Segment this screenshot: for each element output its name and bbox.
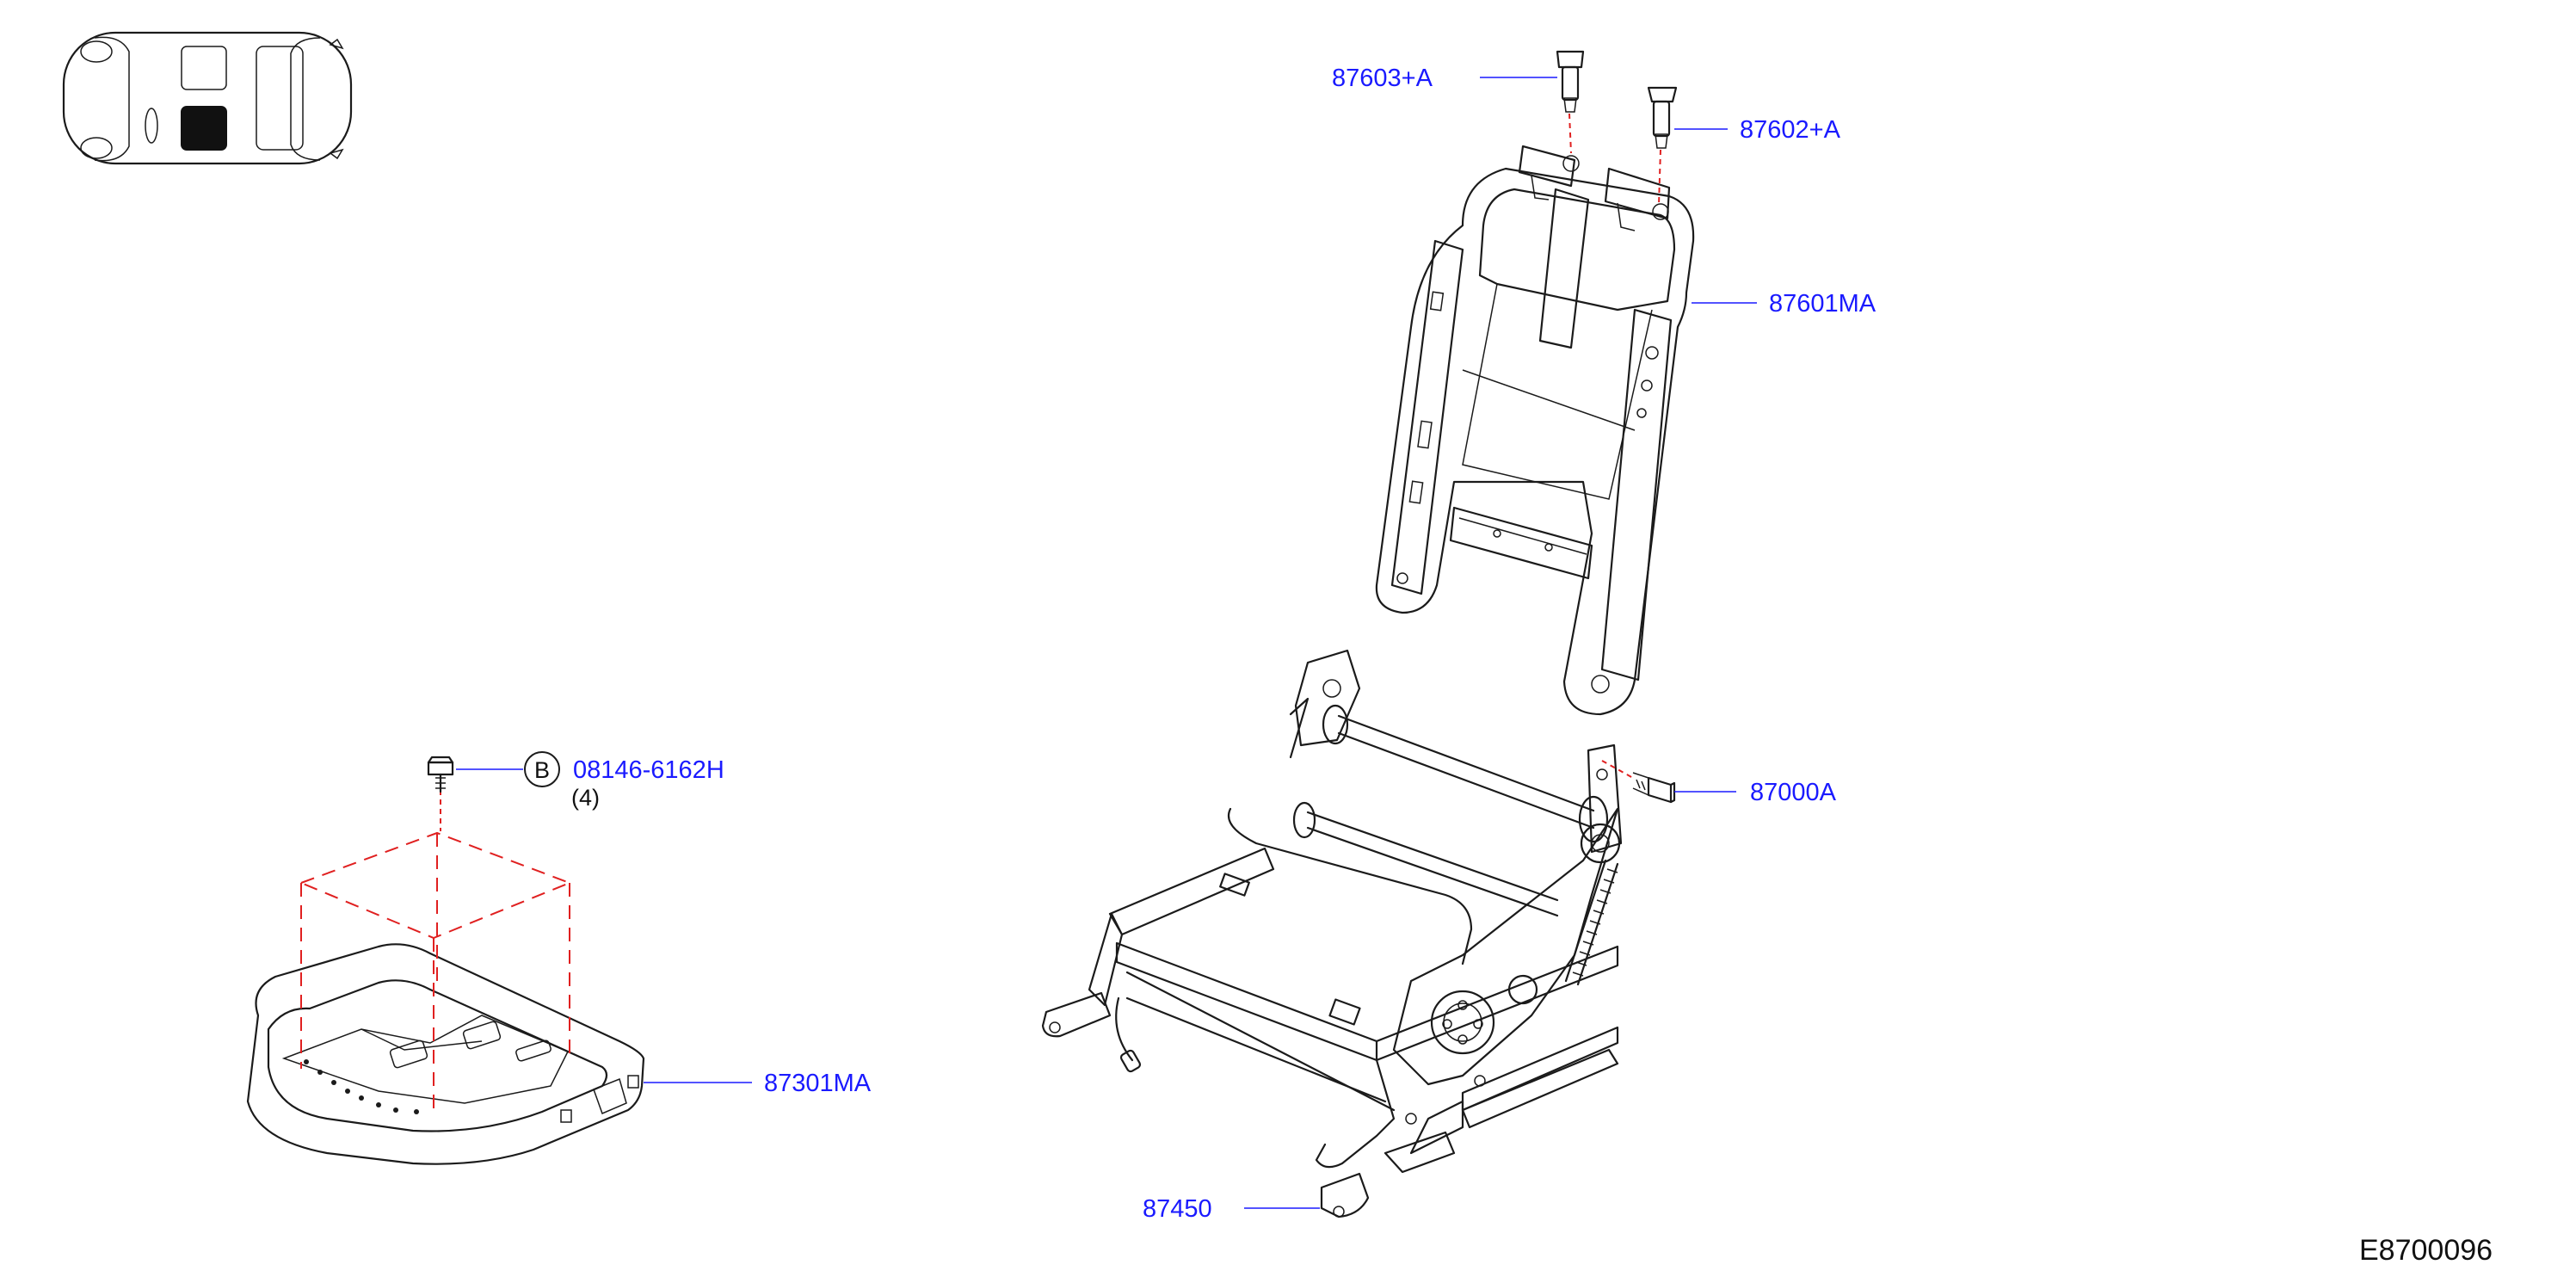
callout-87602-A[interactable]: 87602+A (1740, 116, 1841, 144)
callout-87603-A[interactable]: 87603+A (1332, 65, 1433, 92)
vehicle-top-view-icon (62, 31, 353, 165)
seat-adjuster-frame (1041, 649, 1623, 1218)
callout-08146-6162H[interactable]: 08146-6162H (573, 756, 724, 784)
cushion-assembly-guides (299, 790, 572, 1110)
recliner-bolt-icon (1632, 772, 1676, 804)
hex-bolt-icon (427, 756, 454, 793)
callout-87450[interactable]: 87450 (1143, 1195, 1212, 1223)
seat-back-frame (1375, 145, 1695, 716)
highlighted-seat-marker (181, 106, 227, 151)
headrest-guide-right-icon (1647, 86, 1678, 149)
bolt-marker-letter: B (534, 757, 550, 783)
callout-87301MA[interactable]: 87301MA (764, 1070, 872, 1097)
callout-87000A[interactable]: 87000A (1750, 779, 1837, 806)
diagram-id: E8700096 (2359, 1234, 2493, 1267)
bolt-marker-circle (524, 751, 560, 787)
seat-cushion-pan (246, 943, 645, 1165)
cushion-mounting-holes (304, 1059, 419, 1114)
headrest-guide-left-icon (1556, 50, 1585, 113)
callout-87601MA[interactable]: 87601MA (1769, 290, 1877, 318)
bolt-quantity: (4) (571, 785, 600, 811)
